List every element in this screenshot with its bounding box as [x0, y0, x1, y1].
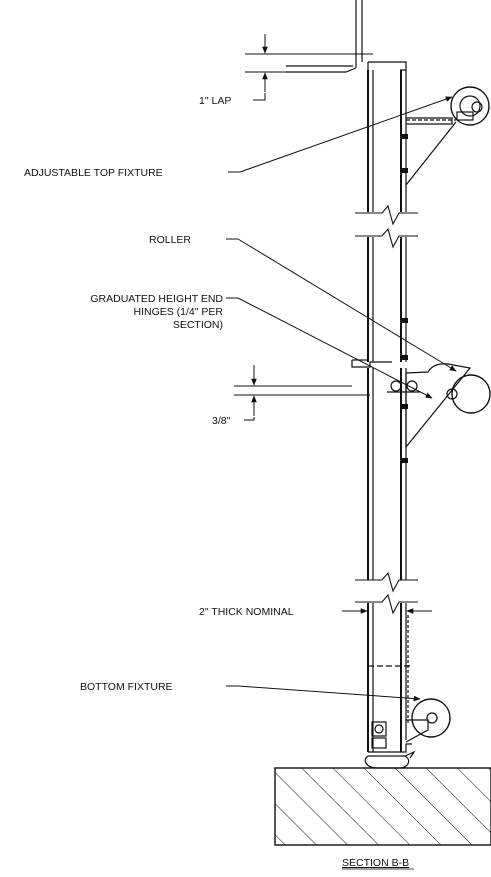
hinges-leader — [226, 297, 433, 399]
top-fixture-label: ADJUSTABLE TOP FIXTURE — [24, 167, 163, 179]
upper-door-section — [286, 0, 407, 212]
hinges-label-line3: SECTION) — [173, 319, 223, 331]
top-fixture-leader — [228, 96, 453, 173]
break-line-upper — [355, 204, 418, 249]
hinges-label-line1: GRADUATED HEIGHT END — [90, 293, 223, 305]
floor-slab — [274, 767, 491, 846]
roller-leader — [226, 238, 457, 372]
hinges-label-line2: HINGES (1/4" PER — [133, 306, 223, 318]
bottom-fixture — [405, 698, 451, 743]
section-title: SECTION B-B — [342, 857, 409, 869]
lap-dimension — [245, 34, 373, 101]
roller-label: ROLLER — [149, 234, 191, 246]
bottom-fixture-leader — [226, 685, 421, 702]
adjustable-top-fixture — [405, 86, 490, 186]
hinge-bolts — [400, 134, 408, 463]
gap-label: 3/8" — [212, 415, 231, 427]
thickness-label: 2" THICK NOMINAL — [199, 606, 294, 618]
middle-door-section — [351, 237, 407, 580]
gap-dimension — [234, 365, 370, 421]
roller-hinge — [387, 363, 491, 449]
lap-label: 1" LAP — [199, 95, 231, 107]
bottom-door-section — [364, 603, 416, 769]
bottom-fixture-label: BOTTOM FIXTURE — [80, 681, 173, 693]
break-line-lower — [355, 571, 418, 615]
